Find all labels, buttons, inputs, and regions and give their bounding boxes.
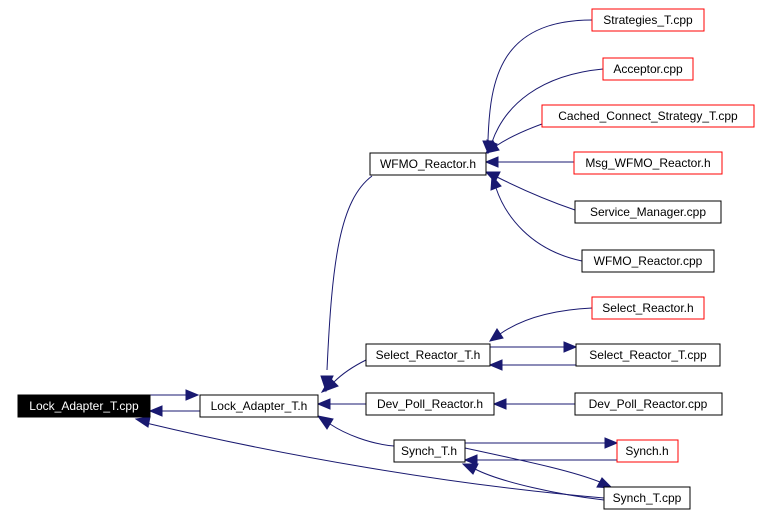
node-wfmo-reactor-cpp[interactable]: WFMO_Reactor.cpp bbox=[581, 249, 715, 273]
nodes-layer: Lock_Adapter_T.cpp Lock_Adapter_T.h WFMO… bbox=[17, 8, 755, 510]
arrowhead bbox=[320, 377, 339, 393]
node-label: Lock_Adapter_T.h bbox=[211, 399, 308, 413]
node-label: Synch_T.cpp bbox=[613, 491, 682, 505]
node-label: Select_Reactor.h bbox=[602, 301, 693, 315]
node-synch-h[interactable]: Synch.h bbox=[616, 439, 679, 463]
node-label: Msg_WFMO_Reactor.h bbox=[585, 156, 710, 170]
arrowhead bbox=[316, 415, 334, 430]
node-acceptor-cpp[interactable]: Acceptor.cpp bbox=[602, 57, 694, 81]
edge-strategies-to-wfmo bbox=[487, 19, 593, 141]
node-label: Select_Reactor_T.h bbox=[376, 348, 481, 362]
arrowhead bbox=[316, 398, 331, 410]
node-synch-t-cpp[interactable]: Synch_T.cpp bbox=[603, 486, 691, 510]
arrowhead bbox=[484, 140, 500, 154]
node-label: WFMO_Reactor.h bbox=[380, 157, 476, 171]
node-label: Strategies_T.cpp bbox=[603, 13, 693, 27]
arrowhead bbox=[134, 416, 151, 428]
arrowhead bbox=[484, 156, 499, 168]
node-wfmo-reactor-h[interactable]: WFMO_Reactor.h bbox=[369, 152, 487, 176]
arrowhead bbox=[148, 405, 163, 417]
edge-synch-t-h-to-synch-t-cpp bbox=[464, 447, 601, 483]
node-label: Lock_Adapter_T.cpp bbox=[29, 399, 139, 413]
arrowhead bbox=[463, 454, 478, 466]
edge-service-manager-to-wfmo bbox=[496, 176, 576, 211]
edge-acceptor-to-wfmo bbox=[491, 68, 604, 143]
node-lock-adapter-h[interactable]: Lock_Adapter_T.h bbox=[199, 394, 319, 418]
edge-select-reactor-t-h-to-lock-adapter-h bbox=[333, 359, 367, 383]
edge-select-reactor-h-to-select-reactor-t-h bbox=[499, 307, 593, 335]
node-select-reactor-t-h[interactable]: Select_Reactor_T.h bbox=[365, 343, 491, 367]
node-strategies-cpp[interactable]: Strategies_T.cpp bbox=[591, 8, 705, 32]
arrowhead bbox=[492, 398, 507, 410]
arrowhead bbox=[604, 437, 619, 449]
edge-wfmo-cpp-to-wfmo bbox=[495, 187, 583, 262]
edge-synch-t-cpp-to-synch-t-h bbox=[474, 468, 605, 501]
node-label: Acceptor.cpp bbox=[613, 62, 683, 76]
node-label: Synch_T.h bbox=[401, 444, 457, 458]
node-msg-wfmo-reactor-h[interactable]: Msg_WFMO_Reactor.h bbox=[573, 151, 723, 175]
edge-synch-t-cpp-to-lock-adapter-cpp bbox=[145, 422, 605, 499]
node-label: Dev_Poll_Reactor.h bbox=[377, 397, 483, 411]
node-service-manager-cpp[interactable]: Service_Manager.cpp bbox=[574, 200, 722, 224]
node-label: Synch.h bbox=[625, 444, 668, 458]
node-select-reactor-t-cpp[interactable]: Select_Reactor_T.cpp bbox=[575, 343, 721, 367]
node-label: WFMO_Reactor.cpp bbox=[594, 254, 703, 268]
node-label: Cached_Connect_Strategy_T.cpp bbox=[558, 109, 738, 123]
edge-cached-connect-to-wfmo bbox=[495, 123, 543, 147]
edges-layer bbox=[134, 19, 619, 501]
arrowhead bbox=[488, 359, 503, 371]
node-dev-poll-reactor-h[interactable]: Dev_Poll_Reactor.h bbox=[365, 392, 495, 416]
arrowhead bbox=[490, 174, 502, 191]
node-dev-poll-reactor-cpp[interactable]: Dev_Poll_Reactor.cpp bbox=[574, 392, 723, 416]
node-label: Select_Reactor_T.cpp bbox=[589, 348, 707, 362]
node-label: Dev_Poll_Reactor.cpp bbox=[589, 397, 708, 411]
arrowhead bbox=[461, 463, 479, 475]
node-label: Service_Manager.cpp bbox=[590, 205, 706, 219]
node-cached-connect-strategy-cpp[interactable]: Cached_Connect_Strategy_T.cpp bbox=[541, 104, 755, 128]
edge-synch-t-h-to-lock-adapter-h bbox=[329, 423, 395, 447]
arrowhead bbox=[185, 389, 200, 401]
arrowhead bbox=[488, 328, 504, 342]
node-select-reactor-h[interactable]: Select_Reactor.h bbox=[591, 296, 705, 320]
node-lock-adapter-cpp[interactable]: Lock_Adapter_T.cpp bbox=[17, 394, 151, 418]
arrowhead bbox=[563, 341, 578, 353]
node-synch-t-h[interactable]: Synch_T.h bbox=[393, 439, 466, 463]
edge-wfmo-h-to-lock-adapter-h bbox=[326, 175, 373, 371]
